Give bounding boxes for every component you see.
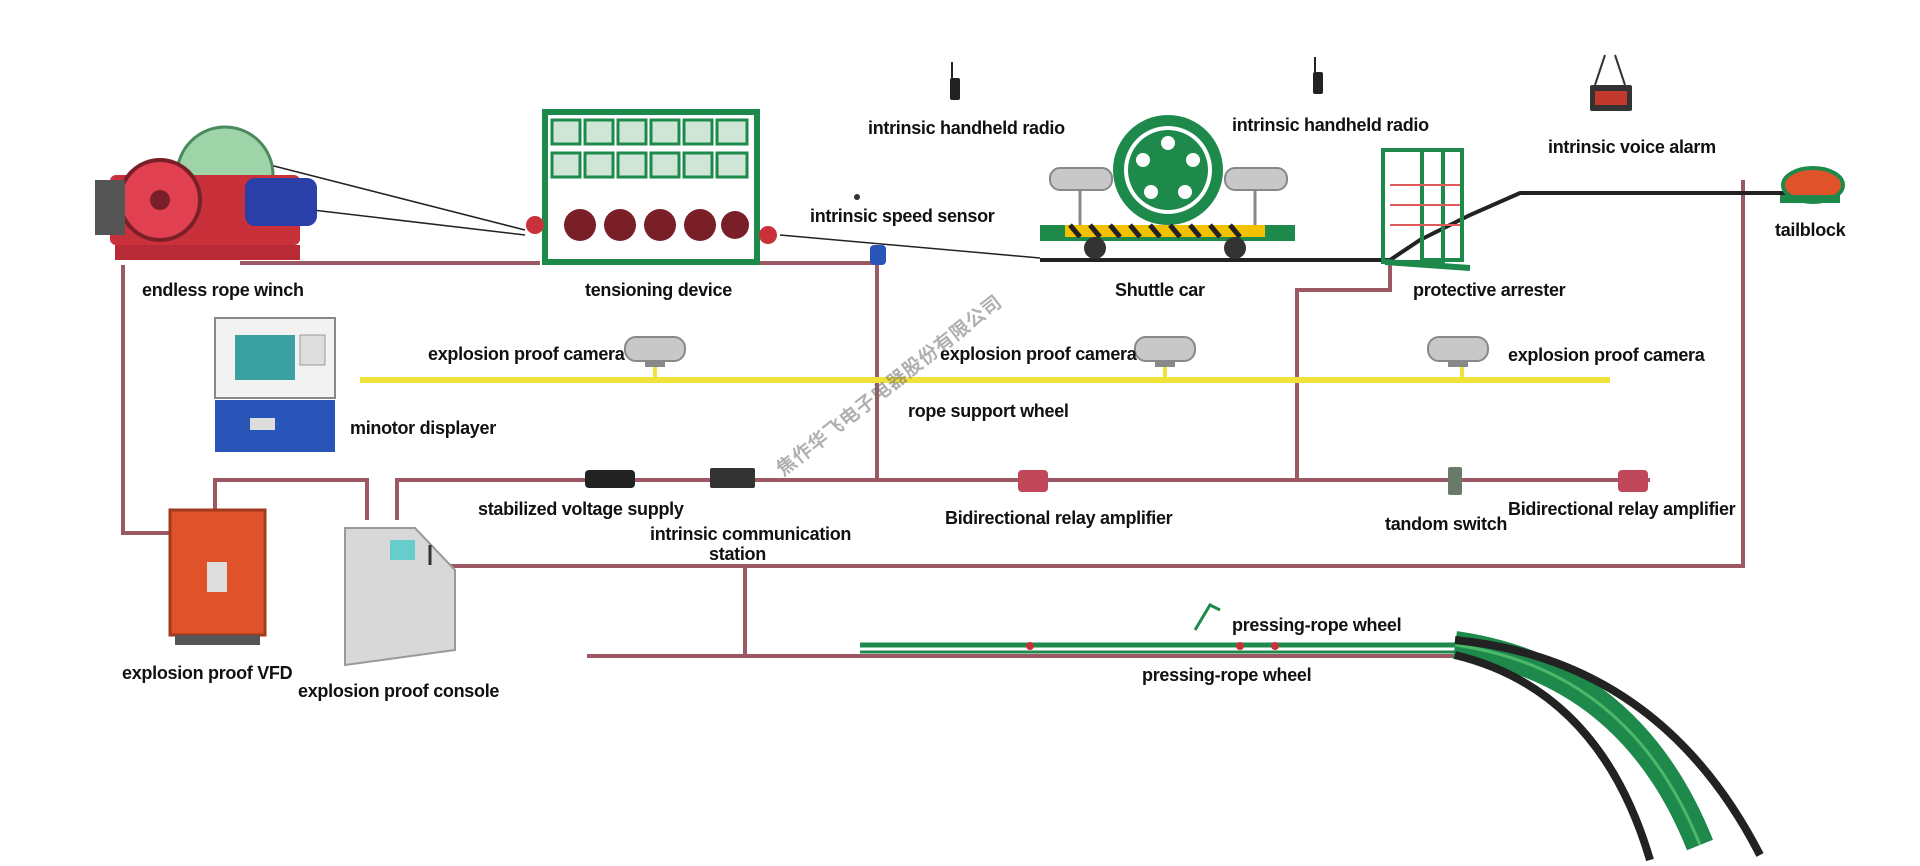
label-handheld-radio-2: intrinsic handheld radio	[1232, 115, 1429, 135]
rope-guide-1	[269, 164, 526, 231]
label-rope-support-wheel: rope support wheel	[908, 401, 1069, 421]
vfd-illustration	[168, 508, 267, 645]
camera-2-illustration	[1134, 336, 1196, 367]
cable-network	[121, 180, 1745, 658]
label-pressing-rope-wheel-1: pressing-rope wheel	[1232, 615, 1402, 635]
pressing-wheel-bracket	[1193, 603, 1221, 631]
console-illustration	[344, 527, 456, 667]
label-communication-station-line2: station	[709, 544, 766, 564]
label-explosion-proof-vfd: explosion proof VFD	[122, 663, 293, 683]
cable-console-bus	[395, 478, 1300, 520]
shuttle-car-illustration	[1040, 115, 1295, 259]
label-stabilized-voltage-supply: stabilized voltage supply	[478, 499, 684, 519]
label-voice-alarm: intrinsic voice alarm	[1548, 137, 1716, 157]
label-tailblock: tailblock	[1775, 220, 1846, 240]
label-pressing-rope-wheel-2: pressing-rope wheel	[1142, 665, 1312, 685]
camera-3-illustration	[1427, 336, 1489, 367]
radio-2-illustration	[1313, 57, 1323, 94]
speed-sensor-illustration	[854, 194, 886, 265]
cable-vfd-console	[213, 478, 369, 520]
label-camera-2: explosion proof camera	[940, 344, 1137, 364]
car-camera-left	[1049, 167, 1113, 225]
label-endless-rope-winch: endless rope winch	[142, 280, 304, 300]
label-monitor-displayer: minotor displayer	[350, 418, 496, 438]
car-camera-right	[1224, 167, 1288, 225]
cable-winch-vfd	[121, 265, 180, 535]
label-protective-arrester: protective arrester	[1413, 280, 1566, 300]
rope-guide-3	[779, 234, 1041, 259]
label-communication-station: intrinsic communication station	[650, 524, 852, 564]
tailblock-illustration	[1780, 166, 1845, 204]
rope	[269, 164, 1790, 262]
voltage-supply-illustration	[585, 470, 635, 488]
tandom-switch-illustration	[1448, 467, 1462, 495]
tensioning-device-illustration	[526, 109, 777, 265]
camera-1-illustration	[624, 336, 686, 367]
label-communication-station-line1: intrinsic communication	[650, 524, 852, 544]
label-relay-amplifier-1: Bidirectional relay amplifier	[945, 508, 1173, 528]
label-speed-sensor: intrinsic speed sensor	[810, 206, 995, 226]
comm-station-illustration	[710, 468, 755, 488]
arrester-illustration	[1381, 148, 1471, 271]
relay-2-illustration	[1618, 470, 1648, 492]
track-illustration	[860, 603, 1764, 862]
label-camera-1: explosion proof camera	[428, 344, 625, 364]
cable-bus-lower	[445, 180, 1745, 568]
label-tensioning-device: tensioning device	[585, 280, 732, 300]
label-tandom-switch: tandom switch	[1385, 514, 1508, 534]
voice-alarm-illustration	[1590, 54, 1632, 111]
label-relay-amplifier-2: Bidirectional relay amplifier	[1508, 499, 1736, 519]
label-shuttle-car: Shuttle car	[1115, 280, 1205, 300]
label-camera-3: explosion proof camera	[1508, 345, 1705, 365]
relay-1-illustration	[1018, 470, 1048, 492]
radio-1-illustration	[950, 62, 960, 100]
label-explosion-proof-console: explosion proof console	[298, 681, 500, 701]
winch-illustration	[95, 125, 317, 260]
label-handheld-radio-1: intrinsic handheld radio	[868, 118, 1065, 138]
cable-arrester-drop	[1295, 265, 1392, 480]
monitor-displayer-illustration	[214, 317, 336, 452]
